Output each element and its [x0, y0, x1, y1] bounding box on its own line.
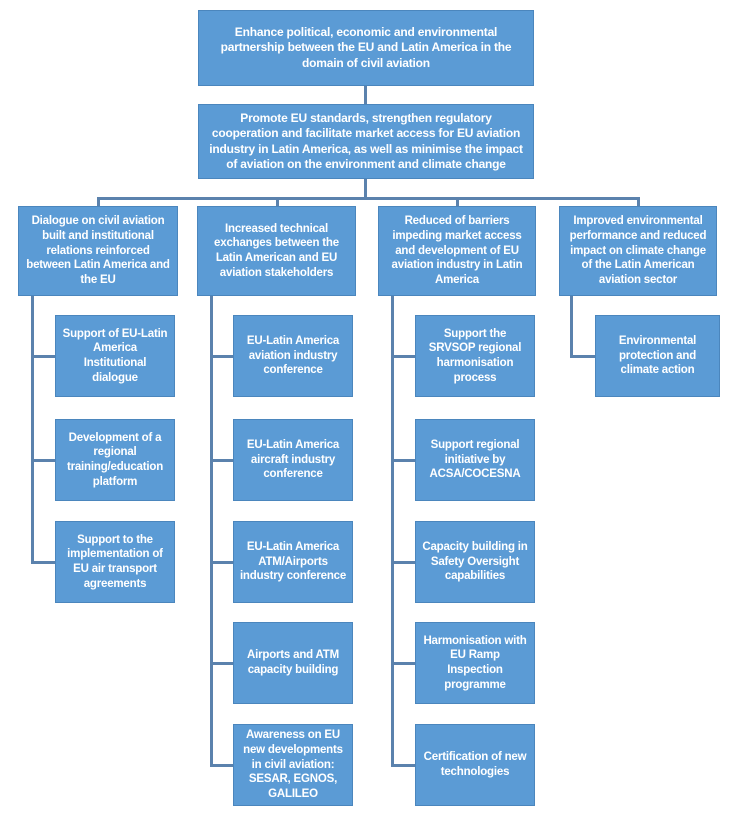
connector-line [456, 197, 459, 208]
connector-line [391, 561, 415, 564]
activity-box: Harmonisation with EU Ramp Inspection pr… [415, 622, 535, 704]
connector-line [570, 355, 595, 358]
activity-box: Airports and ATM capacity building [233, 622, 353, 704]
connector-line [391, 296, 394, 766]
connector-line [210, 764, 233, 767]
activity-box: EU-Latin America ATM/Airports industry c… [233, 521, 353, 603]
connector-line [391, 662, 415, 665]
activity-box: EU-Latin America aviation industry confe… [233, 315, 353, 397]
objective-box: Promote EU standards, strengthen regulat… [198, 104, 534, 179]
activity-box: Capacity building in Safety Oversight ca… [415, 521, 535, 603]
goal-box: Enhance political, economic and environm… [198, 10, 534, 86]
connector-line [97, 197, 639, 200]
activity-box: Support of EU-Latin America Institutiona… [55, 315, 175, 397]
connector-line [637, 197, 640, 208]
connector-line [31, 561, 55, 564]
connector-line [31, 296, 34, 563]
connector-line [210, 296, 213, 766]
activity-box: Development of a regional training/educa… [55, 419, 175, 501]
connector-line [391, 355, 415, 358]
connector-line [210, 662, 233, 665]
activity-box: Support regional initiative by ACSA/COCE… [415, 419, 535, 501]
activity-box: Support to the implementation of EU air … [55, 521, 175, 603]
connector-line [364, 179, 367, 197]
outcome-box-3: Reduced of barriers impeding market acce… [378, 206, 536, 296]
activity-box: Environmental protection and climate act… [595, 315, 720, 397]
activity-box: Awareness on EU new developments in civi… [233, 724, 353, 806]
connector-line [391, 459, 415, 462]
outcome-box-2: Increased technical exchanges between th… [197, 206, 356, 296]
connector-line [364, 86, 367, 104]
connector-line [276, 197, 279, 208]
outcome-box-4: Improved environmental performance and r… [559, 206, 717, 296]
connector-line [31, 459, 55, 462]
activity-box: Certification of new technologies [415, 724, 535, 806]
connector-line [31, 355, 55, 358]
connector-line [97, 197, 100, 208]
connector-line [391, 764, 415, 767]
connector-line [210, 459, 233, 462]
outcome-box-1: Dialogue on civil aviation built and ins… [18, 206, 178, 296]
connector-line [210, 355, 233, 358]
connector-line [210, 561, 233, 564]
activity-box: Support the SRVSOP regional harmonisatio… [415, 315, 535, 397]
connector-line [570, 296, 573, 357]
activity-box: EU-Latin America aircraft industry confe… [233, 419, 353, 501]
